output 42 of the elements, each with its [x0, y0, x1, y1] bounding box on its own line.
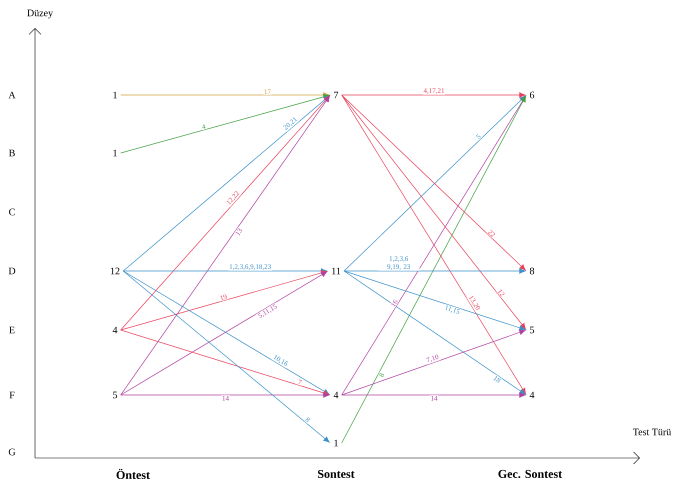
- axis-title: Düzey: [27, 10, 54, 18]
- column-title: Sontest: [318, 470, 355, 478]
- arrow: [120, 92, 330, 98]
- arrow: [341, 392, 526, 398]
- arrow: [344, 270, 526, 331]
- arrow: [341, 92, 526, 98]
- level-count: 4: [334, 392, 338, 398]
- level-letter: B: [8, 150, 15, 156]
- level-letter: F: [10, 392, 14, 398]
- level-count: 5: [113, 392, 118, 398]
- level-letter: C: [9, 208, 15, 216]
- arrow: [120, 96, 330, 330]
- level-count: 6: [530, 92, 534, 98]
- level-count: 5: [530, 326, 534, 334]
- arrow: [120, 96, 330, 396]
- arrow: [341, 94, 526, 330]
- arrow: [344, 268, 526, 274]
- level-count: 12: [110, 268, 120, 274]
- level-count: 1: [334, 440, 338, 446]
- arrow: [344, 270, 526, 395]
- arrow: [122, 268, 328, 274]
- level-letter: E: [9, 326, 15, 334]
- level-count: 7: [334, 92, 338, 98]
- level-count: 4: [530, 392, 534, 398]
- arrow: [122, 270, 330, 443]
- column-title: Gec. Sontest: [498, 470, 562, 478]
- level-count: 11: [332, 268, 340, 274]
- axis-title: Test Türü: [632, 428, 672, 436]
- level-count: 1: [113, 150, 117, 156]
- level-letter: G: [8, 448, 16, 456]
- arrow: [120, 392, 330, 398]
- level-letter: A: [8, 92, 16, 98]
- arrow: [341, 330, 526, 396]
- arrow: [122, 95, 330, 272]
- level-count: 1: [113, 92, 117, 98]
- level-count: 8: [530, 268, 534, 274]
- arrow: [120, 330, 330, 396]
- column-title: Öntest: [116, 468, 150, 480]
- arrow: [120, 270, 328, 330]
- level-count: 4: [112, 326, 118, 334]
- level-letter: D: [8, 268, 16, 274]
- arrow: [120, 94, 330, 154]
